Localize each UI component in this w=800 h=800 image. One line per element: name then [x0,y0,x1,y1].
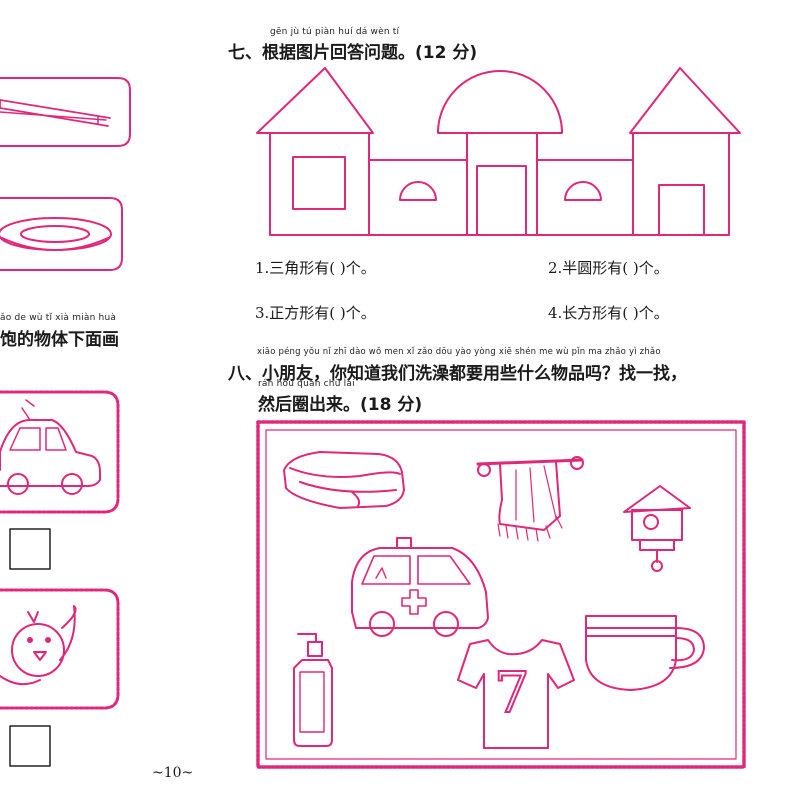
answer-box-bird[interactable] [9,725,51,767]
towel-illustration [476,456,584,542]
question-squares: 3.正方形有( )个。 [255,304,376,322]
bird-card [0,588,120,710]
left-instruction-pinyin: ǎo de wù tǐ xià miàn huà [0,313,117,323]
cuckoo-clock-illustration [623,485,691,572]
ambulance-illustration [351,537,489,637]
soap-illustration [283,451,405,509]
tshirt-number: 7 [493,661,531,726]
question-triangles: 1.三角形有( )个。 [255,259,376,277]
question-rectangles: 4.长方形有( )个。 [548,304,669,322]
section8-title-line2: 然后圈出来。(18 分) [258,395,423,415]
bath-items-frame [256,420,746,769]
question-semicircles: 2.半圆形有( )个。 [548,259,669,277]
answer-box-car[interactable] [9,528,51,570]
section8-pinyin-line2: rán hòu quān chū lái [258,379,355,389]
section7-pinyin: gēn jù tú piàn huí dá wèn tí [270,27,400,37]
page-number: ~10~ [152,765,194,781]
chopsticks-card [0,77,131,147]
left-instruction-text: 饱的物体下面画 [0,330,119,350]
tshirt-illustration [457,639,575,749]
cup-illustration [585,615,705,691]
section7-title: 七、根据图片回答问题。(12 分) [228,43,478,63]
section8-pinyin-line1: xiǎo péng yǒu nǐ zhī dào wǒ men xǐ zǎo d… [257,347,661,357]
car-card [0,390,120,514]
houses-figure [256,67,741,236]
plate-card [0,197,123,271]
shampoo-bottle-illustration [293,633,333,747]
section8-title-line1: 八、小朋友，你知道我们洗澡都要用些什么物品吗？找一找， [228,364,687,384]
